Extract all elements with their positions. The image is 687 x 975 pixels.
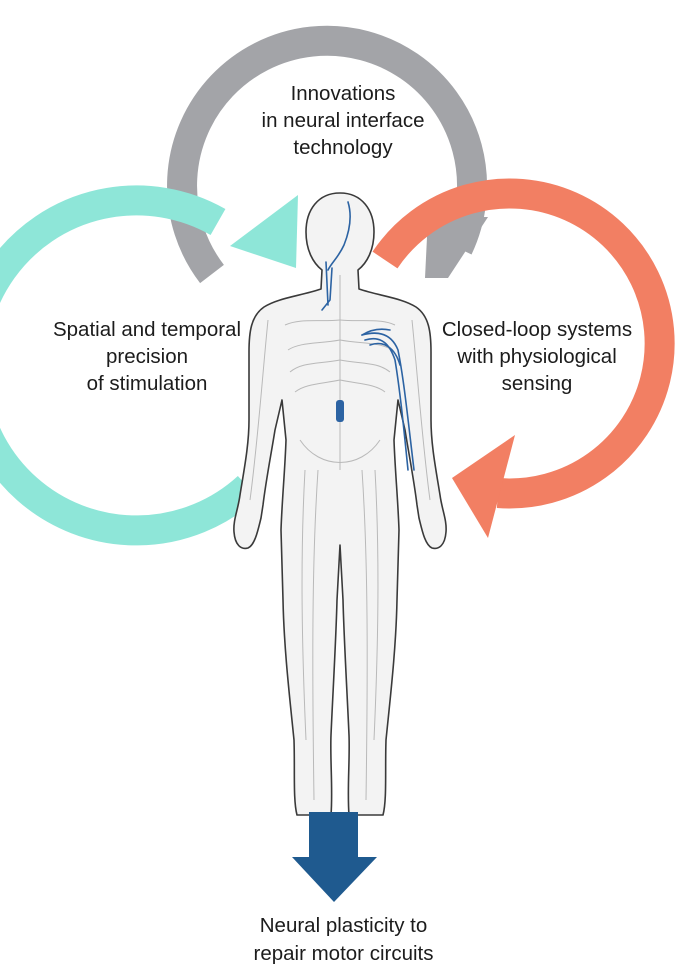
- innovations-label: Innovations in neural interface technolo…: [261, 82, 425, 159]
- neural-plasticity-label: Neural plasticity to repair motor circui…: [253, 914, 434, 965]
- gray-circular-arrow-icon: [167, 25, 488, 284]
- spatial-temporal-label: Spatial and temporal precision of stimul…: [52, 318, 242, 395]
- teal-circular-arrow-icon: [0, 185, 298, 546]
- implant-device-icon: [336, 400, 344, 422]
- down-arrow-icon: [292, 812, 377, 902]
- closed-loop-label: Closed-loop systems with physiological s…: [441, 318, 633, 395]
- salmon-circular-arrow-icon: [372, 178, 675, 538]
- human-body-icon: [233, 192, 447, 816]
